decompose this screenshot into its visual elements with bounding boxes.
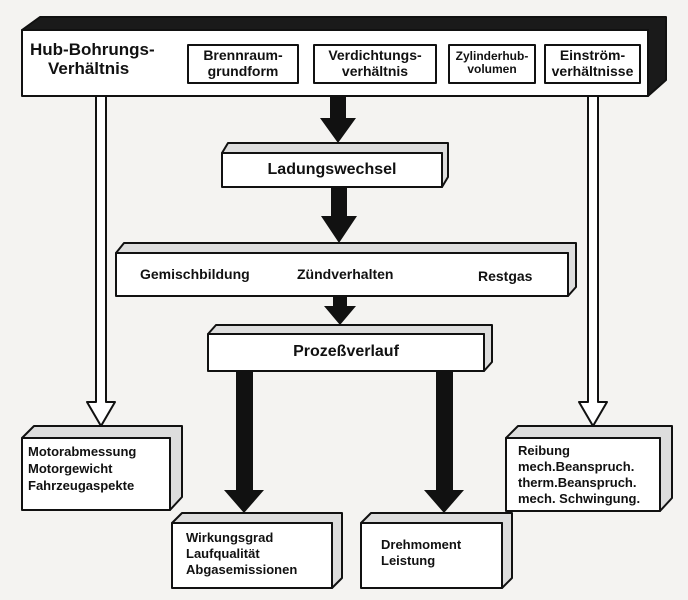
zylinderhub-line1: Zylinderhub- [455,49,529,63]
zylinderhub-box [448,44,536,84]
bottom-right-line1: Drehmoment [381,537,462,552]
top-title-line2: Verhältnis [48,59,130,79]
top-title-line1: Hub-Bohrungs- [30,40,155,59]
middle-box [115,252,569,297]
brennraum-label: Brennraum- grundform [188,47,298,79]
einstroem-box [544,44,641,84]
arrow-middle-to-prozess [324,296,356,325]
arrow-ladung-to-middle [321,187,357,243]
bottom-right-box [360,522,503,589]
bottom-left-line1: Wirkungsgrad [186,530,274,545]
brennraum-box [187,44,299,84]
einstroem-label: Einström- verhältnisse [545,47,640,79]
bottom-left-label: Wirkungsgrad Laufqualität Abgasemissione… [186,530,297,578]
verdichtung-line1: Verdichtungs- [328,47,422,63]
ladung-label: Ladungswechsel [267,161,397,178]
verdichtung-label: Verdichtungs- verhältnis [314,47,436,79]
right-box-line4: mech. Schwingung. [518,491,641,506]
brennraum-line2: grundform [207,62,279,79]
verdichtung-box [313,44,437,84]
left-box-line2: Motorgewicht [28,461,113,476]
arrow-prozess-to-bottom-left [224,371,264,513]
zylinderhub-line2: volumen [467,62,517,77]
bottom-left-box [171,522,333,589]
bottom-right-line2: Leistung [381,553,436,568]
left-box [21,437,171,511]
brennraum-line1: Brennraum- [203,47,283,63]
restgas-label: Restgas [478,268,533,284]
top-title: Hub-Bohrungs- Verhältnis [30,40,155,78]
right-box-line1: Reibung [518,443,570,458]
right-box-label: Reibung mech.Beanspruch. therm.Beanspruc… [518,443,640,507]
zylinderhub-label: Zylinderhub- volumen [449,49,535,77]
einstroem-line1: Einström- [559,47,626,63]
bottom-left-line3: Abgasemissionen [186,562,298,577]
right-box-line2: mech.Beanspruch. [518,459,635,474]
right-box-line3: therm.Beanspruch. [518,475,637,490]
bottom-left-line2: Laufqualität [186,546,260,561]
zuend-label: Zündverhalten [297,266,394,282]
left-box-line3: Fahrzeugaspekte [28,478,135,493]
hollow-arrow-left [86,95,116,427]
einstroem-line2: verhältnisse [551,62,634,79]
gemisch-label: Gemischbildung [140,266,250,282]
hollow-arrow-right [578,95,608,427]
arrow-top-to-ladung [320,96,356,143]
left-box-line1: Motorabmessung [28,444,137,459]
bottom-right-label: Drehmoment Leistung [381,537,461,569]
left-box-label: Motorabmessung Motorgewicht Fahrzeugaspe… [28,443,136,494]
verdichtung-line2: verhältnis [341,62,409,79]
right-box [505,437,661,512]
prozess-box [207,333,485,372]
arrow-prozess-to-bottom-right [424,371,464,513]
prozess-label: Prozeßverlauf [293,343,399,360]
